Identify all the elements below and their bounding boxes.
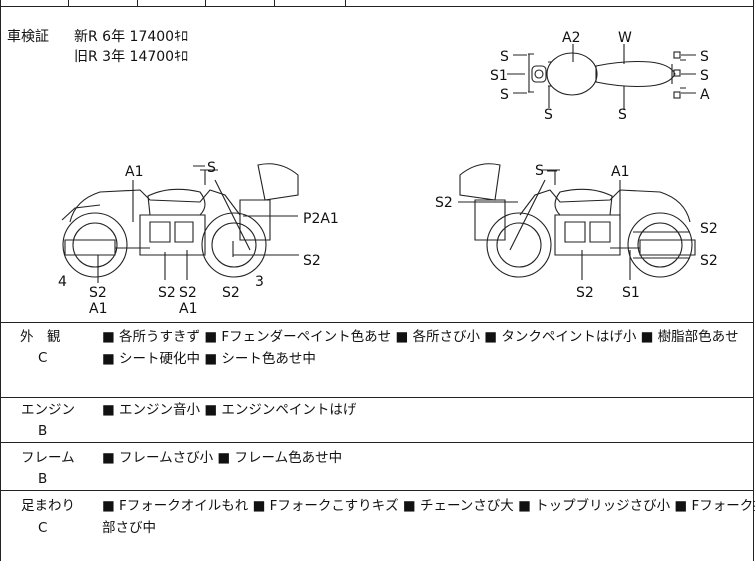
right-label: S1 [622, 285, 640, 301]
top-label: S [618, 107, 627, 123]
right-label: S2 [700, 253, 718, 269]
left-label: A1 [89, 301, 108, 317]
section-grade: B [38, 471, 48, 487]
section-note: ■ Fフォークオイルもれ ■ Fフォークこすりキズ ■ チェーンさび大 ■ トッ… [102, 498, 755, 514]
top-label: S1 [490, 68, 508, 84]
inspection-label: 車検証 [7, 29, 49, 45]
section-note: ■ フレームさび小 ■ フレーム色あせ中 [102, 450, 343, 466]
section-note: ■ 各所うすきず ■ Fフェンダーペイント色あせ ■ 各所さび小 ■ タンクペイ… [102, 329, 739, 345]
header-cell-divider [137, 0, 138, 6]
left-label: A1 [125, 164, 144, 180]
section-grade: C [38, 350, 48, 366]
right-side-bike [459, 163, 696, 278]
left-label: 4 [58, 274, 67, 290]
motorcycle-damage-diagram [61, 44, 696, 283]
section-title: フレーム [21, 450, 75, 466]
header-cell-divider [205, 0, 206, 6]
left-label: S [207, 160, 216, 176]
header-divider [0, 6, 754, 7]
header-cell-divider [345, 0, 346, 6]
section-title: エンジン [21, 402, 75, 418]
section-grade: C [38, 520, 48, 536]
section-note: 部さび中 [102, 520, 156, 536]
left-label: S2 [158, 285, 176, 301]
section-grade: B [38, 423, 48, 439]
left-label: A1 [179, 301, 198, 317]
left-side-bike [61, 163, 299, 278]
left-label: S2 [222, 285, 240, 301]
left-border [0, 0, 1, 561]
top-label: A2 [562, 30, 581, 46]
header-cell-divider [274, 0, 275, 6]
right-label: S2 [700, 221, 718, 237]
left-label: 3 [255, 274, 264, 290]
section-note: ■ シート硬化中 ■ シート色あせ中 [102, 351, 316, 367]
inspection-old: 旧R 3年 14700ｷﾛ [74, 49, 189, 65]
section-title: 足まわり [21, 498, 75, 514]
top-label: A [700, 87, 710, 103]
top-label: S [500, 87, 509, 103]
right-border [753, 0, 754, 561]
top-label: S [544, 107, 553, 123]
row-divider [0, 322, 754, 323]
left-label: S2 [303, 253, 321, 269]
right-label: S [535, 163, 544, 179]
section-title: 外 観 [20, 329, 61, 345]
top-label: S [700, 49, 709, 65]
left-label: P2A1 [303, 211, 339, 227]
left-label: S2 [89, 285, 107, 301]
right-label: A1 [611, 164, 630, 180]
row-divider [0, 490, 754, 491]
header-cell-divider [68, 0, 69, 6]
right-label: S2 [435, 195, 453, 211]
top-view-bike [528, 51, 686, 99]
left-label: S2 [179, 285, 197, 301]
top-label: W [618, 30, 632, 46]
right-label: S2 [576, 285, 594, 301]
section-note: ■ エンジン音小 ■ エンジンペイントはげ [102, 402, 357, 418]
row-divider [0, 442, 754, 443]
inspection-new: 新R 6年 17400ｷﾛ [74, 29, 189, 45]
top-label: S [500, 49, 509, 65]
row-divider [0, 397, 754, 398]
top-label: S [700, 68, 709, 84]
